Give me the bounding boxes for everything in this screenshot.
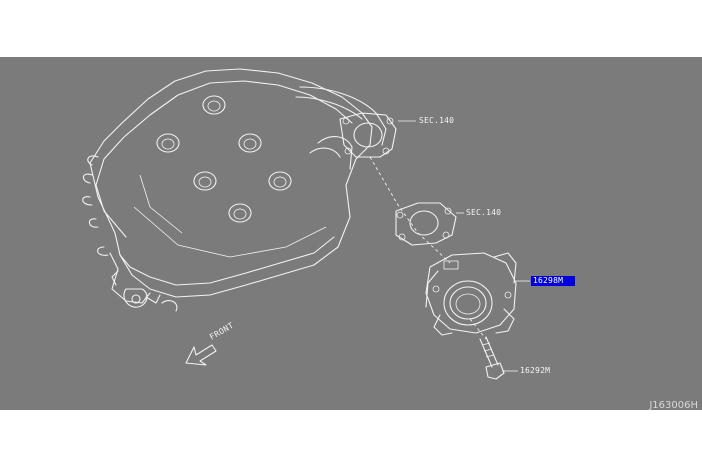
diagram-artwork [82,68,530,380]
intake-manifold [82,68,397,312]
assembly-line-lower [469,318,487,340]
front-arrow-icon [185,344,217,366]
callout-part-bolt[interactable]: 16292M [520,366,551,375]
gasket [395,202,457,246]
parts-diagram: SEC.140 SEC.140 16298M 16292M FRONT J163… [0,57,702,410]
callout-part-throttle-body[interactable]: 16298M [531,276,576,286]
bolt [479,336,505,380]
throttle-body [425,252,517,336]
callout-sec140-upper: SEC.140 [419,116,455,125]
assembly-line-upper [369,156,451,264]
callout-sec140-lower: SEC.140 [466,208,502,217]
diagram-id: J163006H [649,400,698,410]
